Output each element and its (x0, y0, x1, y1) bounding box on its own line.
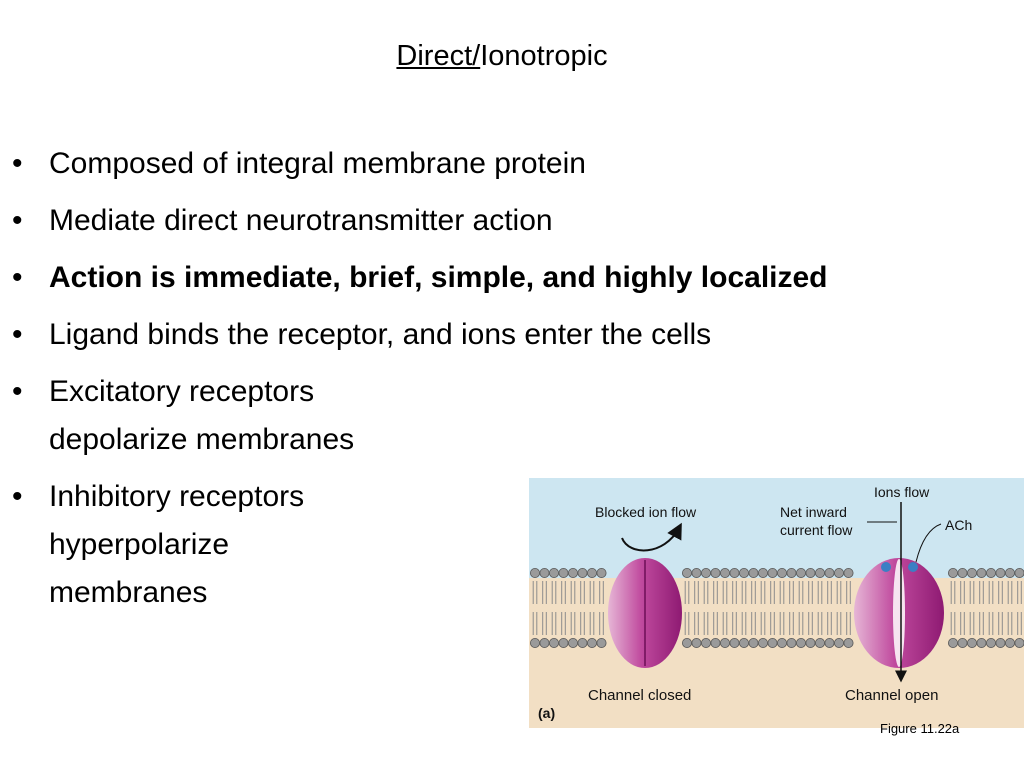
bullet-item: • Ligand binds the receptor, and ions en… (12, 311, 1002, 359)
bullet-dot: • (12, 204, 23, 237)
bullet-dot: • (12, 147, 23, 180)
lipid-tails (532, 581, 1022, 635)
blocked-flow-arrow (621, 522, 682, 552)
ach-molecule (908, 562, 918, 572)
bullet-list: • Composed of integral membrane protein … (12, 140, 1002, 626)
bullet-item: • Mediate direct neurotransmitter action (12, 197, 1002, 245)
bullet-text: Ligand binds the receptor, and ions ente… (49, 318, 712, 351)
channel-closed-label: Channel closed (588, 687, 691, 704)
title-rest: Ionotropic (480, 40, 608, 72)
bullet-dot: • (12, 261, 23, 294)
bullet-dot: • (12, 375, 23, 408)
slide-title: Direct/Ionotropic (0, 38, 1004, 74)
ach-leader (915, 523, 942, 563)
bullet-item: • Inhibitory receptors hyperpolarize mem… (12, 473, 1002, 617)
bullet-text: Inhibitory receptors hyperpolarize membr… (49, 480, 305, 609)
panel-label: (a) (538, 705, 555, 721)
lipid-bilayer (530, 568, 1024, 648)
bullet-text: Excitatory receptors depolarize membrane… (49, 375, 355, 456)
closed-channel (608, 558, 682, 668)
bullet-dot: • (12, 480, 23, 513)
bullet-text: Mediate direct neurotransmitter action (49, 204, 553, 237)
title-underlined-part: Direct/ (396, 40, 481, 72)
ach-label: ACh (945, 517, 972, 533)
extracellular-region (529, 478, 1024, 578)
bullet-text: Composed of integral membrane protein (49, 147, 586, 180)
bullet-item: • Excitatory receptors depolarize membra… (12, 368, 1002, 464)
ion-channel-diagram: Blocked ion flow Ions flow Net inward cu… (529, 478, 1024, 728)
bullet-dot: • (12, 318, 23, 351)
ions-flow-label: Ions flow (874, 484, 930, 500)
net-inward-label-1: Net inward (780, 504, 847, 520)
open-channel (854, 558, 944, 668)
net-inward-label-2: current flow (780, 522, 853, 538)
bullet-item: • Composed of integral membrane protein (12, 140, 1002, 188)
figure-caption: Figure 11.22a (880, 721, 960, 736)
ion-channel-figure: Blocked ion flow Ions flow Net inward cu… (529, 478, 1024, 728)
blocked-ion-flow-label: Blocked ion flow (595, 504, 697, 520)
channel-open-label: Channel open (845, 687, 938, 704)
ach-molecule (881, 562, 891, 572)
bullet-text: Action is immediate, brief, simple, and … (49, 261, 828, 294)
bullet-item: • Action is immediate, brief, simple, an… (12, 254, 1002, 302)
